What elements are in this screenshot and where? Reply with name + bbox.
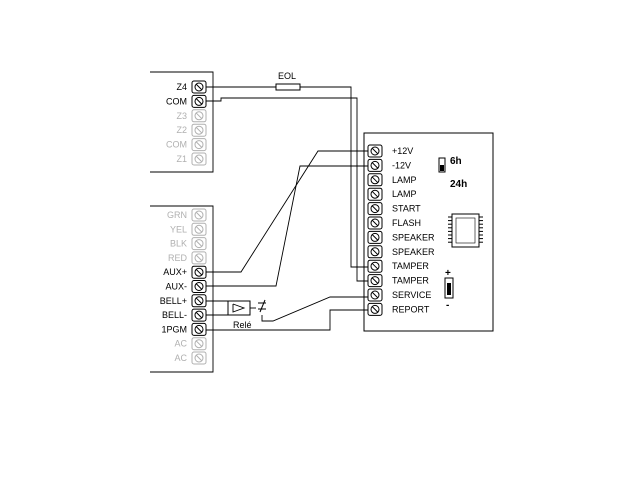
siren-terminal-screw[interactable]	[367, 245, 383, 259]
siren-terminal-label: FLASH	[392, 218, 421, 228]
panel-aux-board-outline	[150, 205, 214, 373]
wire-pgm-report	[206, 309, 368, 331]
jumper-24h-label: 24h	[450, 179, 467, 190]
panel-terminal-screw[interactable]	[191, 294, 207, 308]
panel-terminal-screw[interactable]	[191, 280, 207, 293]
panel-terminal-screw[interactable]	[191, 109, 207, 123]
panel-terminal-screw[interactable]	[191, 208, 207, 222]
siren-terminal-label: SPEAKER	[392, 247, 435, 257]
panel-terminal-screw[interactable]	[191, 251, 207, 265]
siren-terminal-label: -12V	[392, 160, 411, 170]
wire-aux-plus-12v	[206, 150, 368, 273]
timer-jumper[interactable]: 6h 24h	[438, 156, 467, 190]
siren-terminal-screw[interactable]	[367, 158, 383, 172]
panel-terminal-label: AUX-	[165, 282, 187, 292]
panel-terminal-screw[interactable]	[191, 265, 207, 279]
ic-chip-icon	[448, 213, 483, 248]
siren-terminal-label: TAMPER	[392, 276, 429, 286]
panel-terminal-label: GRN	[167, 210, 187, 220]
siren-module: +12V -12V LAMP LAMP START FLASH SPEAKER SPEAKER…	[363, 132, 494, 332]
battery-minus-label: -	[446, 300, 449, 311]
panel-terminal-label: BELL+	[160, 296, 187, 306]
siren-terminal-label: REPORT	[392, 304, 430, 314]
panel-terminal-screw[interactable]	[191, 80, 207, 94]
aux-terminal-block: GRN YEL BLK RED AUX+ AUX- BELL+ BELL- 1PGM AC AC	[160, 208, 207, 365]
wiring: EOL	[206, 71, 368, 331]
relay-icon: Relé	[227, 299, 266, 330]
siren-terminal-label: LAMP	[392, 189, 417, 199]
wire-aux-minus-12v	[206, 165, 368, 287]
panel-terminal-screw[interactable]	[191, 138, 207, 152]
siren-terminal-screw[interactable]	[367, 173, 383, 187]
panel-terminal-label: AUX+	[163, 267, 187, 277]
panel-terminal-screw[interactable]	[191, 152, 207, 166]
panel-terminal-label: Z2	[176, 125, 187, 135]
jumper-cap	[440, 165, 444, 171]
panel-terminal-screw[interactable]	[191, 308, 207, 322]
eol-label: EOL	[278, 71, 296, 81]
panel-terminal-label: Z1	[176, 154, 187, 164]
wire-eol-tamper	[300, 86, 368, 268]
siren-terminal-screw[interactable]	[367, 288, 383, 302]
siren-terminal-label: SERVICE	[392, 290, 431, 300]
battery-plus-label: +	[445, 268, 451, 279]
siren-terminal-screw[interactable]	[367, 302, 383, 316]
siren-terminal-label: START	[392, 204, 421, 214]
siren-terminal-label: TAMPER	[392, 261, 429, 271]
siren-terminal-screw[interactable]	[367, 187, 383, 201]
panel-terminal-label: BLK	[170, 239, 187, 249]
siren-terminal-screw[interactable]	[367, 216, 383, 230]
siren-terminal-screw[interactable]	[367, 274, 383, 288]
panel-terminal-screw[interactable]	[191, 351, 207, 365]
panel-terminal-screw[interactable]	[191, 337, 207, 351]
panel-terminal-screw[interactable]	[191, 222, 207, 236]
panel-zone-board-outline	[150, 71, 214, 173]
relay-label: Relé	[233, 320, 252, 330]
panel-terminal-screw[interactable]	[191, 94, 207, 108]
panel-terminal-label: BELL-	[162, 310, 187, 320]
siren-terminal-block: +12V -12V LAMP LAMP START FLASH SPEAKER SPEAKER…	[367, 144, 435, 316]
siren-terminal-screw[interactable]	[367, 259, 383, 273]
siren-terminal-label: LAMP	[392, 175, 417, 185]
panel-terminal-screw[interactable]	[191, 322, 207, 336]
panel-terminal-screw[interactable]	[191, 237, 207, 251]
panel-terminal-label: COM	[166, 140, 187, 150]
siren-terminal-screw[interactable]	[367, 144, 383, 158]
jumper-6h-label: 6h	[450, 156, 462, 167]
wire-com-tamper	[206, 97, 368, 282]
panel-terminal-label: Z3	[176, 111, 187, 121]
siren-terminal-screw[interactable]	[367, 202, 383, 216]
panel-terminal-label: YEL	[170, 224, 187, 234]
panel-terminal-label: Z4	[176, 82, 187, 92]
wire-relay-service	[261, 296, 368, 322]
panel-terminal-label: COM	[166, 96, 187, 106]
eol-resistor-icon	[275, 83, 301, 91]
siren-terminal-label: +12V	[392, 146, 413, 156]
panel-terminal-label: 1PGM	[161, 324, 187, 334]
siren-terminal-screw[interactable]	[367, 230, 383, 244]
siren-terminal-label: SPEAKER	[392, 232, 435, 242]
panel-terminal-label: AC	[174, 339, 187, 349]
battery-icon: + -	[444, 268, 454, 311]
panel-terminal-label: RED	[168, 253, 188, 263]
panel-terminal-screw[interactable]	[191, 123, 207, 137]
panel-terminal-label: AC	[174, 353, 187, 363]
